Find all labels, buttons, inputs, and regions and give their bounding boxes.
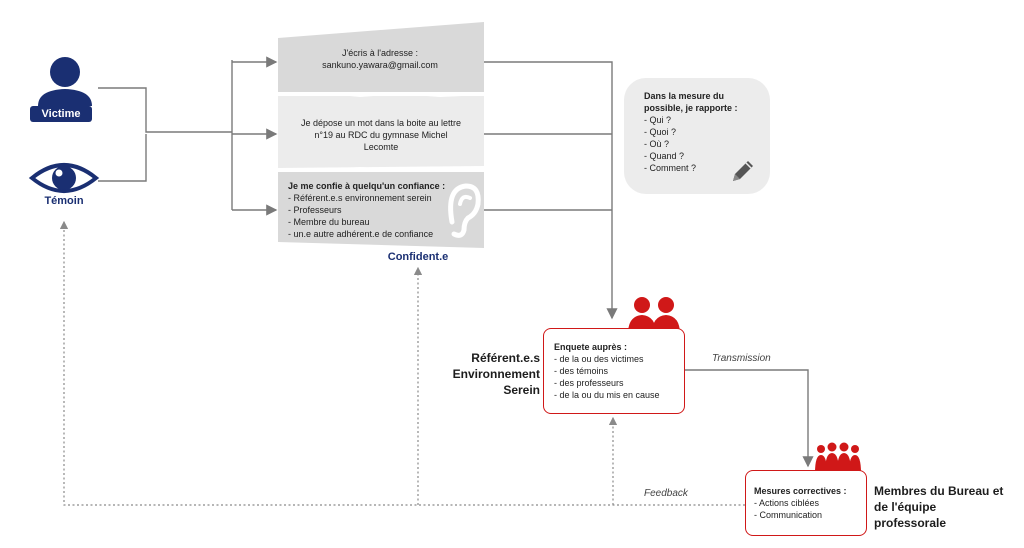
list-item: - Membre du bureau [288, 217, 370, 227]
pencil-icon [728, 156, 758, 186]
inquiry-title: Enquete auprès : [554, 342, 628, 352]
measures-list: - Actions ciblées - Communication [754, 497, 866, 521]
channel-confide: Je me confie à quelqu'un confiance : - R… [288, 180, 478, 240]
channel-email: J'écris à l'adresse : sankuno.yawara@gma… [322, 48, 438, 70]
list-item: - Qui ? [644, 115, 672, 125]
channel-panel [277, 22, 485, 248]
list-item: - Actions ciblées [754, 498, 820, 508]
list-item: - Comment ? [644, 163, 697, 173]
list-item: - Quand ? [644, 151, 685, 161]
person-icon [30, 56, 100, 106]
list-item: - Professeurs [288, 205, 342, 215]
witness-label: Témoin [44, 195, 84, 207]
confide-list: - Référent.e.s environnement serein - Pr… [288, 192, 478, 240]
measures-title: Mesures correctives : [754, 486, 847, 496]
feedback-line [59, 220, 745, 506]
channel-mailbox: Je dépose un mot dans la boite au lettre… [300, 118, 462, 152]
report-bubble: Dans la mesure du possible, je rapporte … [624, 78, 770, 194]
list-item: - des professeurs [554, 378, 624, 388]
list-item: - un.e autre adhérent.e de confiance [288, 229, 434, 239]
list-item: - Quoi ? [644, 127, 677, 137]
inquiry-side-label: Référent.e.s Environnement Serein [452, 351, 540, 397]
list-item: - des témoins [554, 366, 609, 376]
list-item: - de la ou des victimes [554, 354, 644, 364]
ear-icon [440, 178, 484, 242]
inquiry-box: Enquete auprès : - de la ou des victimes… [543, 328, 685, 414]
victim-connector [98, 87, 186, 133]
list-item: - Où ? [644, 139, 670, 149]
witness-connector [98, 134, 147, 182]
victim-badge: Victime [30, 106, 92, 122]
email-out [484, 61, 618, 320]
feedback-label: Feedback [644, 488, 688, 499]
confidant-label: Confident.e [387, 251, 449, 263]
inquiry-list: - de la ou des victimes - des témoins - … [554, 353, 684, 401]
eye-icon [28, 158, 100, 198]
list-item: - Référent.e.s environnement serein [288, 193, 432, 203]
report-list: - Qui ? - Quoi ? - Où ? - Quand ? - Comm… [644, 114, 768, 174]
crowd-icon [812, 439, 864, 473]
list-item: - de la ou du mis en cause [554, 390, 660, 400]
transmission-connector [684, 369, 814, 468]
measures-box: Mesures correctives : - Actions ciblées … [745, 470, 867, 536]
list-item: - Communication [754, 510, 823, 520]
measures-side-label: Membres du Bureau et de l'équipe profess… [874, 484, 1004, 530]
victim-label: Victime [41, 108, 81, 120]
transmission-label: Transmission [712, 353, 771, 364]
